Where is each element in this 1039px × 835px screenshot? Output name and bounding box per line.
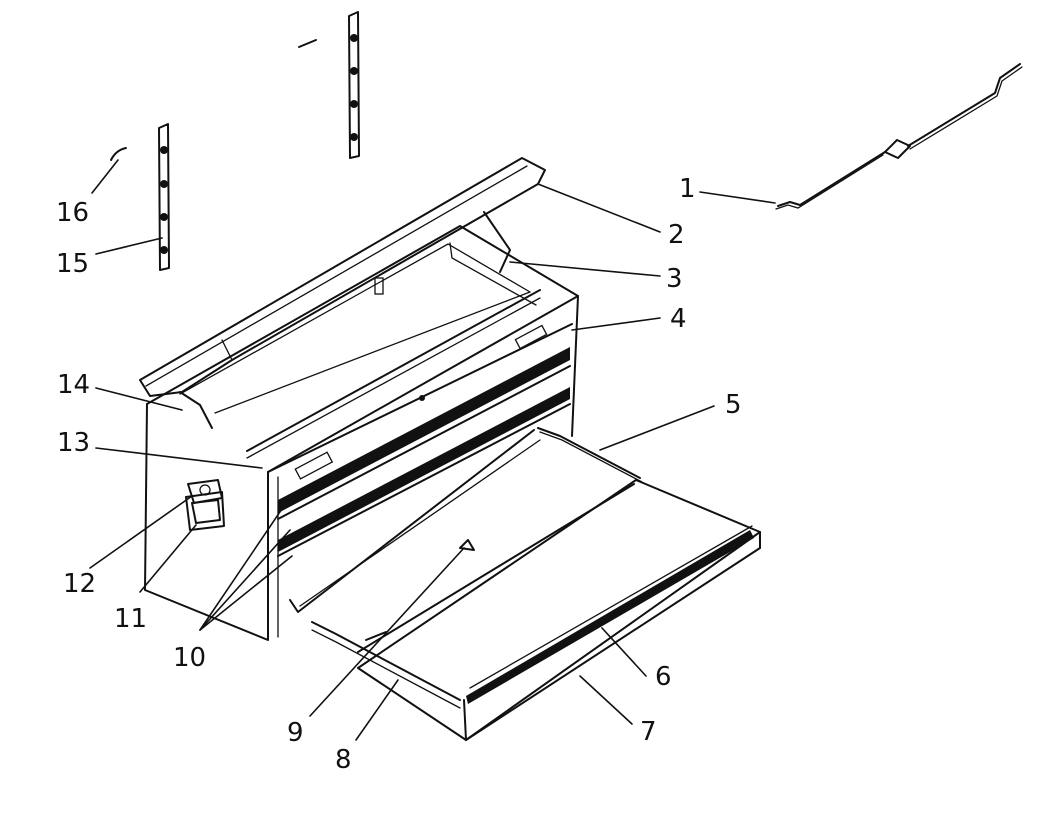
callout-6: 6 <box>655 662 672 692</box>
callout-9: 9 <box>287 718 304 748</box>
callout-13: 13 <box>57 428 90 458</box>
callout-5: 5 <box>725 390 742 420</box>
callout-16: 16 <box>56 198 89 228</box>
hinge-pin <box>110 147 127 161</box>
callout-8: 8 <box>335 745 352 775</box>
hinge-strip-upper <box>298 11 360 159</box>
lid <box>139 157 546 397</box>
callout-12: 12 <box>63 569 96 599</box>
hinge-strip-left <box>158 123 170 271</box>
open-drawer <box>289 427 761 741</box>
callout-2: 2 <box>668 220 685 250</box>
callout-15: 15 <box>56 249 89 279</box>
callout-7: 7 <box>640 717 657 747</box>
callout-10: 10 <box>173 643 206 673</box>
side-handle <box>185 479 225 531</box>
leader-lines <box>89 159 776 741</box>
callout-labels: 1 2 3 4 5 6 7 8 9 10 11 12 13 14 15 16 <box>56 174 742 775</box>
callout-14: 14 <box>57 370 90 400</box>
callout-1: 1 <box>679 174 696 204</box>
callout-4: 4 <box>670 304 687 334</box>
lock-rod <box>775 63 1023 210</box>
chest-body <box>144 211 579 641</box>
callout-3: 3 <box>666 264 683 294</box>
callout-11: 11 <box>114 604 147 634</box>
